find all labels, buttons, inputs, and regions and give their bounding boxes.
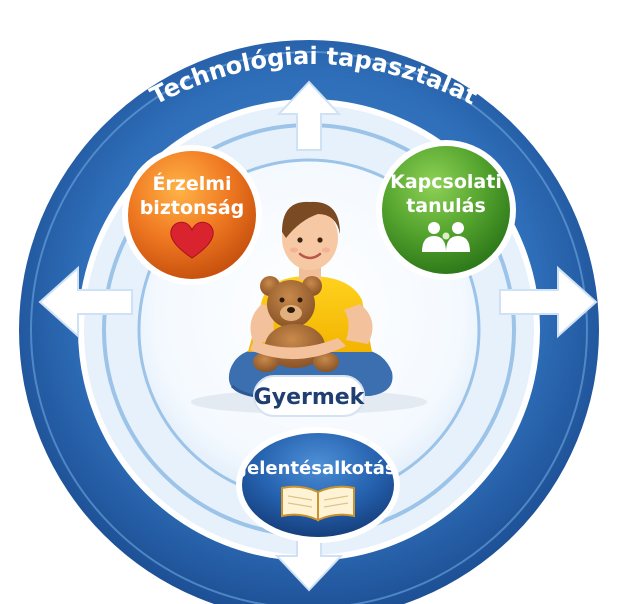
book-icon bbox=[281, 485, 355, 522]
arrow-left bbox=[38, 265, 133, 339]
node-emotional-label-line2: biztonság bbox=[140, 197, 245, 219]
node-emotional-security: Érzelmi biztonság bbox=[122, 145, 262, 285]
arrow-up bbox=[276, 80, 342, 151]
child-illustration bbox=[191, 201, 427, 414]
node-emotional-label-line1: Érzelmi bbox=[152, 172, 231, 195]
node-relational-label-line1: Kapcsolati bbox=[390, 171, 502, 193]
heart-icon bbox=[170, 221, 214, 259]
node-meaning-label: Jelentésalkotás bbox=[238, 458, 395, 479]
node-relational-label-line2: tanulás bbox=[406, 195, 486, 217]
arrow-right bbox=[499, 265, 598, 339]
center-label-pill: Gyermek bbox=[253, 375, 366, 417]
center-label: Gyermek bbox=[254, 385, 366, 410]
node-meaning-making: Jelentésalkotás bbox=[236, 427, 400, 543]
people-icon bbox=[422, 222, 470, 252]
node-relational-learning: Kapcsolati tanulás bbox=[376, 140, 516, 280]
